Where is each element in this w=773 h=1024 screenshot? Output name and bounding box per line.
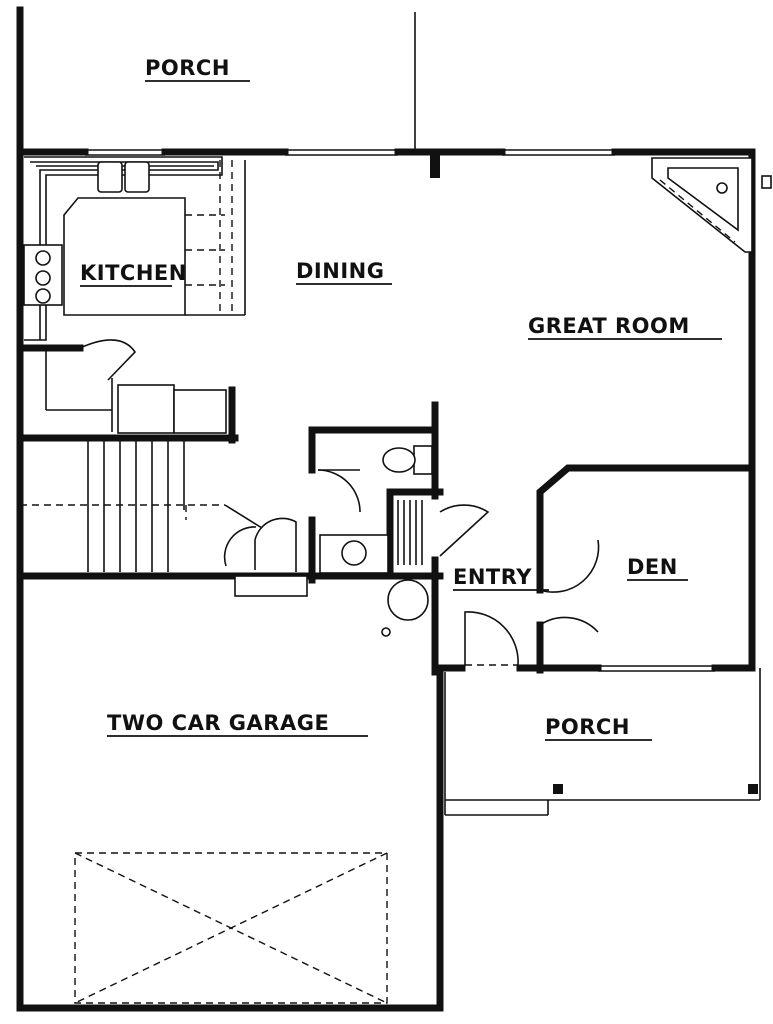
powder-fixtures [319, 445, 433, 574]
porch-front-label: PORCH [545, 715, 630, 739]
great-room-label: GREAT ROOM [528, 314, 690, 338]
front-porch [444, 668, 761, 816]
exterior-walls [16, 148, 756, 1012]
garage-label: TWO CAR GARAGE [107, 711, 329, 735]
kitchen-casework [23, 156, 246, 341]
rear-porch [16, 6, 416, 156]
den-label: DEN [627, 555, 678, 579]
porch-rear-label: PORCH [145, 56, 230, 80]
stair-treads [20, 440, 263, 572]
garage-door [74, 852, 388, 1004]
interior-walls [16, 339, 756, 676]
kitchen-label: KITCHEN [80, 261, 187, 285]
dining-label: DINING [296, 259, 384, 283]
fireplace [651, 157, 772, 253]
room-labels: PORCH KITCHEN DINING GREAT ROOM ENTRY DE… [80, 56, 722, 741]
doors [223, 469, 600, 666]
range-burners-icon [23, 244, 63, 306]
water-heater-icon [381, 579, 429, 637]
entry-label: ENTRY [453, 565, 532, 589]
